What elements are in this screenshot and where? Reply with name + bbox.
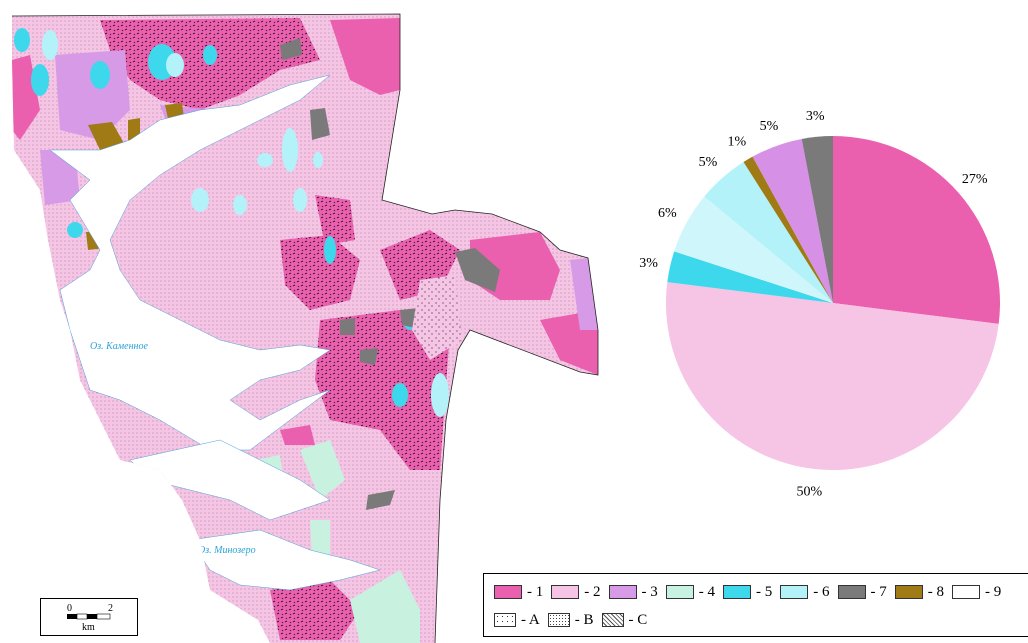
pie-chart: 27% 50% 3% 6% 5% 1% 5% 3% [639,109,1000,500]
pie-slice-4 [674,196,833,303]
legend-label: - 9 [985,583,1002,600]
legend-pattern-row: - A- B- C [494,611,655,629]
legend: - 1 - 2 - 3 - 4 - 5 - 6 - 7 - 8 - 9 - A - B - C [483,573,1028,637]
lake-areas [49,74,381,591]
pie-slice-1 [833,136,1000,324]
scale-left-tick: 0 [67,603,72,614]
pie-slice-5 [704,161,833,303]
legend-swatch [665,585,694,599]
legend-swatch [952,585,980,599]
geological-map: Оз. Каменное Оз. Минозеро [11,13,599,643]
legend-item-6: - 6 [780,583,830,601]
legend-label: - 6 [813,583,830,600]
pie-slice-3 [667,251,833,303]
pie-label-5: 5% [699,155,718,170]
unit-1-areas [12,18,598,640]
unit-7-areas [280,38,500,510]
pie-slice-8 [801,136,833,303]
legend-swatch [723,585,751,599]
map-outline [11,13,599,643]
unit-6-areas [42,30,449,417]
scale-bar: 0 2 km [40,598,138,636]
pie-label-3: 3% [639,256,658,271]
legend-label: - 4 [698,583,715,600]
scale-unit: km [82,622,95,633]
pie-slice-6 [743,156,833,303]
legend-pattern-swatch [601,613,624,627]
legend-label: - 8 [927,583,944,600]
legend-item-1: - 1 [494,584,543,601]
legend-item-5: - 5 [723,584,772,601]
legend-swatch [608,585,637,599]
legend-item-3: - 3 [608,583,658,601]
legend-pattern-item-3: - C [601,611,648,629]
lake-label-minozero: Оз. Минозеро [198,545,256,556]
pie-label-6: 1% [727,134,746,149]
legend-item-2: - 2 [551,583,601,601]
legend-swatch [837,585,866,599]
legend-label: - 5 [756,583,773,600]
legend-label: - B [574,611,594,628]
legend-item-7: - 7 [837,583,887,601]
legend-pattern-item-1: - A [494,612,540,629]
legend-pattern-swatch [494,613,516,627]
legend-swatch [494,585,522,599]
pie-label-7: 5% [760,119,779,134]
legend-label: - A [521,611,540,628]
legend-label: - 2 [584,583,601,600]
legend-item-9: - 9 [952,584,1001,601]
legend-label: - 3 [641,583,658,600]
legend-swatch [551,585,580,599]
legend-label: - C [628,611,648,628]
scale-right-tick: 2 [108,603,113,614]
pie-label-1: 27% [962,172,988,187]
lake-label-kamennoe: Оз. Каменное [90,341,149,352]
legend-label: - 7 [870,583,887,600]
legend-swatch [780,585,809,599]
legend-pattern-item-2: - B [547,611,594,629]
pie-slice-7 [752,138,833,303]
pie-label-4: 6% [658,206,677,221]
pie-slice-2 [666,282,999,470]
legend-label: - 1 [527,583,544,600]
pie-label-2: 50% [796,485,822,500]
pie-label-8: 3% [806,109,825,124]
legend-item-8: - 8 [894,583,944,601]
legend-item-4: - 4 [665,583,715,601]
legend-swatch [894,585,923,599]
legend-pattern-swatch [547,613,570,627]
legend-color-row: - 1 - 2 - 3 - 4 - 5 - 6 - 7 - 8 - 9 [494,583,1009,601]
